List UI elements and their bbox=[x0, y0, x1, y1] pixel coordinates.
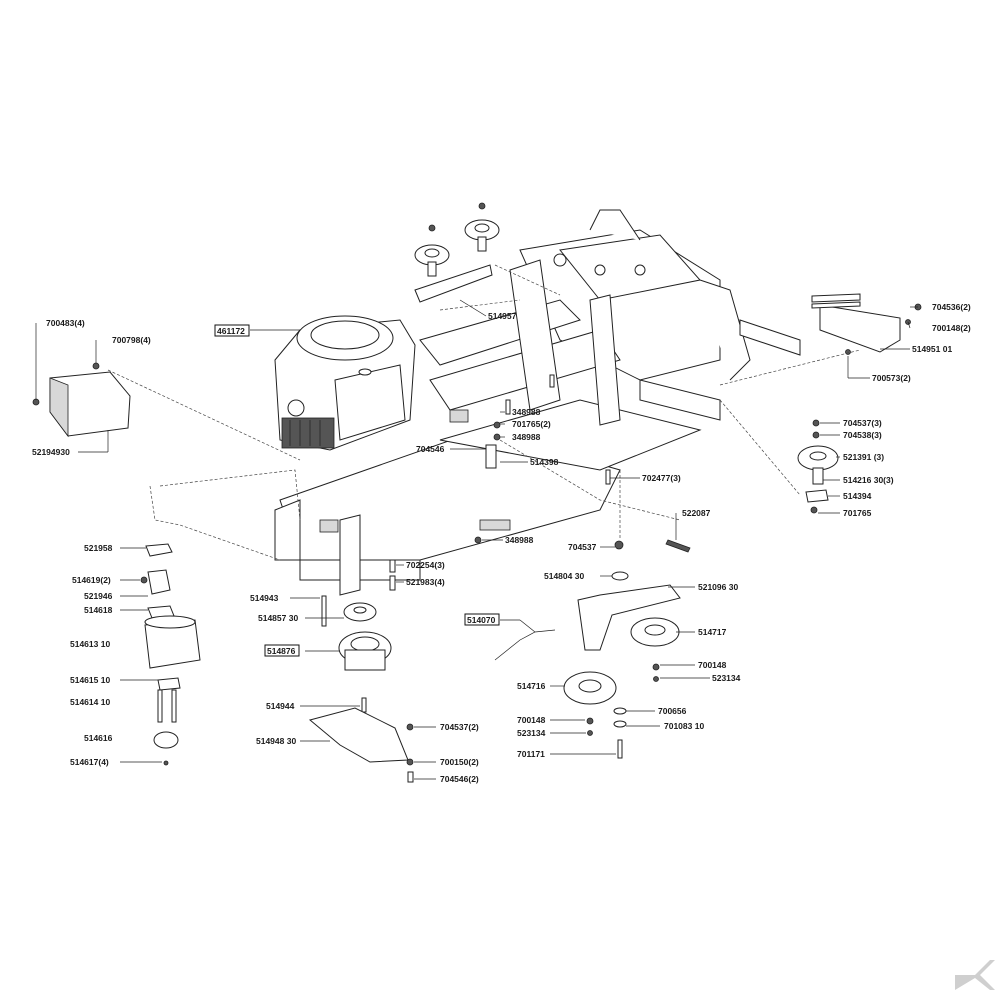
label-700573: 700573(2) bbox=[872, 373, 911, 383]
label-700148-a: 700148 bbox=[698, 660, 727, 670]
label-704546-2: 704546(2) bbox=[440, 774, 479, 784]
label-514876: 514876 bbox=[267, 646, 296, 656]
tractor-frame-illustration bbox=[274, 209, 801, 596]
label-leader-lines bbox=[35, 299, 918, 780]
label-700148-c: 700148 bbox=[517, 715, 546, 725]
label-521096-30: 521096 30 bbox=[698, 582, 738, 592]
label-348988-b: 348988 bbox=[512, 432, 541, 442]
label-514398: 514398 bbox=[530, 457, 559, 467]
label-514716: 514716 bbox=[517, 681, 546, 691]
label-700148-2: 700148(2) bbox=[932, 323, 971, 333]
label-514804-30: 514804 30 bbox=[544, 571, 584, 581]
engine-illustration bbox=[274, 315, 416, 451]
label-701765: 701765 bbox=[843, 508, 872, 518]
label-700483: 700483(4) bbox=[46, 318, 85, 328]
label-701171: 701171 bbox=[517, 749, 545, 759]
label-700798: 700798(4) bbox=[112, 335, 151, 345]
label-700150: 700150(2) bbox=[440, 757, 479, 767]
label-514876-box bbox=[264, 644, 300, 657]
label-514857-30: 514857 30 bbox=[258, 613, 298, 623]
label-704538: 704538(3) bbox=[843, 430, 882, 440]
label-523134-b: 523134 bbox=[517, 728, 546, 738]
label-700656: 700656 bbox=[658, 706, 687, 716]
label-521391: 521391 (3) bbox=[843, 452, 884, 462]
label-521946: 521946 bbox=[84, 591, 113, 601]
label-514944: 514944 bbox=[266, 701, 295, 711]
pto-clutch-assembly bbox=[308, 559, 414, 783]
label-521958: 521958 bbox=[84, 543, 113, 553]
label-701765-2: 701765(2) bbox=[512, 419, 551, 429]
label-704537: 704537 bbox=[568, 542, 597, 552]
part-number-labels: 700483(4) 700798(4) 52194930 461172 5149… bbox=[32, 302, 971, 784]
label-514943: 514943 bbox=[250, 593, 279, 603]
cover-plate-52194930 bbox=[32, 362, 131, 438]
label-514617: 514617(4) bbox=[70, 757, 109, 767]
label-514614-10: 514614 10 bbox=[70, 697, 110, 707]
label-704546: 704546 bbox=[416, 444, 445, 454]
center-fasteners bbox=[474, 374, 611, 544]
assembly-dashed-lines bbox=[107, 264, 861, 561]
label-521983: 521983(4) bbox=[406, 577, 445, 587]
label-704536: 704536(2) bbox=[932, 302, 971, 312]
label-514717: 514717 bbox=[698, 627, 727, 637]
label-704537-2: 704537(2) bbox=[440, 722, 479, 732]
label-514951-01: 514951 01 bbox=[912, 344, 952, 354]
label-348988-a: 348988 bbox=[512, 407, 541, 417]
label-523134-a: 523134 bbox=[712, 673, 741, 683]
label-704537-3: 704537(3) bbox=[843, 418, 882, 428]
label-514619: 514619(2) bbox=[72, 575, 111, 585]
label-514957: 514957 bbox=[488, 311, 517, 321]
label-514070: 514070 bbox=[467, 615, 496, 625]
label-702477: 702477(3) bbox=[642, 473, 681, 483]
label-514613-10: 514613 10 bbox=[70, 639, 110, 649]
label-514948-30: 514948 30 bbox=[256, 736, 296, 746]
label-514615-10: 514615 10 bbox=[70, 675, 110, 685]
rear-bracket-514951 bbox=[811, 293, 922, 355]
label-702254: 702254(3) bbox=[406, 560, 445, 570]
top-idler-pulleys bbox=[414, 202, 500, 303]
belt-tensioner-assembly bbox=[494, 539, 691, 759]
label-514394: 514394 bbox=[843, 491, 872, 501]
label-701083-10: 701083 10 bbox=[664, 721, 704, 731]
label-514616: 514616 bbox=[84, 733, 113, 743]
muffler-assembly bbox=[140, 543, 201, 766]
label-514618: 514618 bbox=[84, 605, 113, 615]
idler-pulley-assembly-521391 bbox=[797, 419, 839, 514]
label-52194930: 52194930 bbox=[32, 447, 70, 457]
brand-logo-mark bbox=[955, 960, 995, 990]
label-461172: 461172 bbox=[217, 326, 245, 336]
label-461172-box bbox=[214, 324, 250, 337]
label-522087: 522087 bbox=[682, 508, 711, 518]
label-348988-c: 348988 bbox=[505, 535, 534, 545]
label-514070-box bbox=[464, 613, 500, 626]
label-514216-30: 514216 30(3) bbox=[843, 475, 894, 485]
